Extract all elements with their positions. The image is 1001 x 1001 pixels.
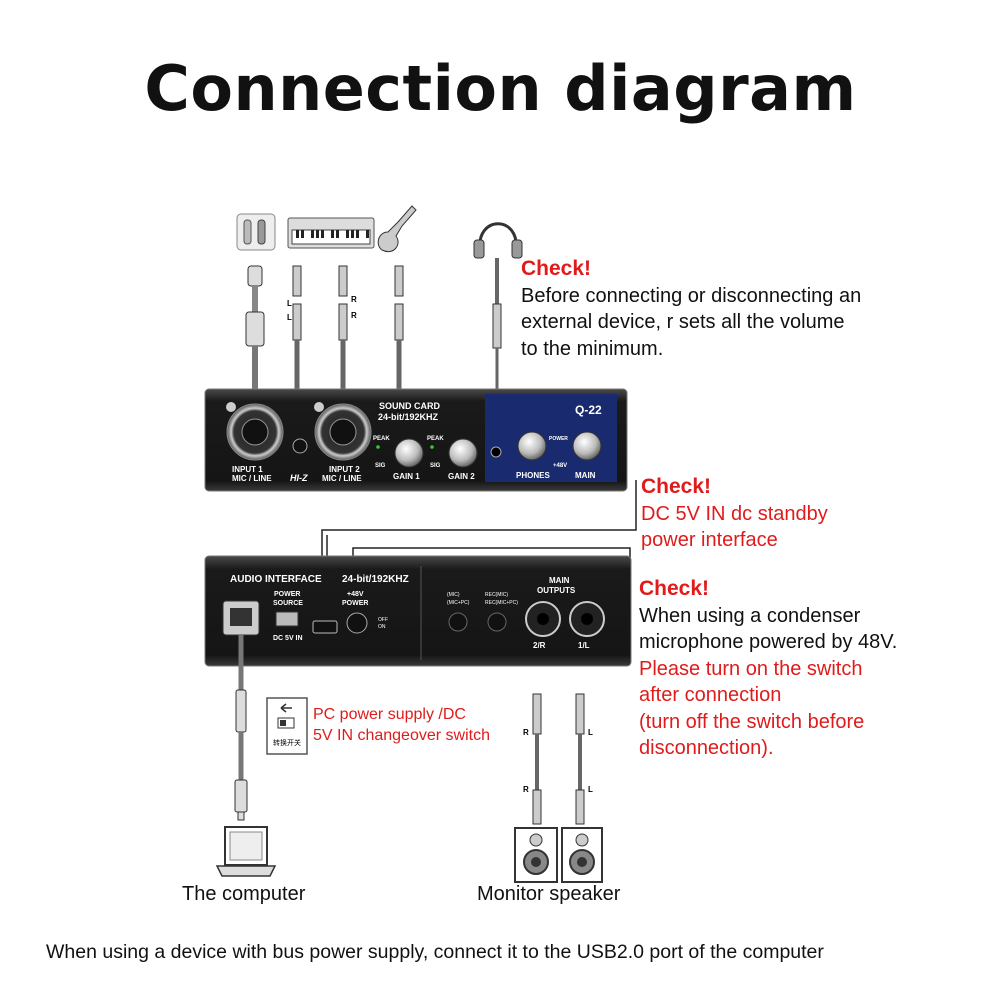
label-sig-2: SIG (430, 463, 441, 469)
phones-jack (490, 446, 502, 458)
gain-1-knob (394, 438, 424, 468)
back-panel: AUDIO INTERFACE 24-bit/192KHZ POWER SOUR… (204, 555, 632, 667)
label-input-2: INPUT 2 (329, 465, 360, 474)
cable-label-l4: L (588, 785, 593, 794)
label-sig-1: SIG (375, 463, 386, 469)
switch-caption: 转换开关 (273, 738, 301, 747)
cable-label-r1: R (351, 295, 357, 304)
dc-5v-port (312, 620, 338, 634)
gain-2-knob (448, 438, 478, 468)
main-knob (572, 431, 602, 461)
hiz-jack (292, 438, 308, 454)
label-mic: (MIC) (447, 592, 460, 598)
cable-label-r3: R (523, 728, 529, 737)
cable-label-r4: R (523, 785, 529, 794)
label-power: POWER (549, 436, 568, 442)
cable-label-l3: L (588, 728, 593, 737)
keyboard-black-key (331, 230, 334, 238)
dc-standby-body: DC 5V IN dc standby power interface (641, 502, 828, 552)
volume-note-body: Before connecting or disconnecting an ex… (521, 284, 862, 360)
keyboard-black-key (296, 230, 299, 238)
power-source-switch (275, 611, 299, 627)
usb-cable (234, 635, 248, 821)
volume-note: Check! Before connecting or disconnectin… (521, 256, 921, 362)
label-peak-2: PEAK (427, 436, 444, 442)
48v-power-switch (346, 612, 368, 634)
cable-label-l1: L (287, 299, 292, 308)
label-peak-1: PEAK (373, 436, 390, 442)
keyboard-black-key (311, 230, 314, 238)
volume-note-heading: Check! (521, 257, 592, 280)
speaker-left-icon (561, 827, 603, 883)
label-main: MAIN (575, 471, 596, 480)
switch-icon (266, 697, 308, 755)
label-main-outputs: MAIN (549, 576, 570, 585)
laptop-icon (215, 826, 277, 877)
dc-standby-note: Check! DC 5V IN dc standby power interfa… (641, 474, 941, 554)
keyboard-black-key (346, 230, 349, 238)
label-off: OFF (378, 617, 388, 623)
footer-note: When using a device with bus power suppl… (46, 941, 824, 963)
phones-knob (517, 431, 547, 461)
xlr-input-1 (226, 402, 284, 461)
label-micpc: (MIC+PC) (447, 600, 470, 606)
cable-label-r2: R (351, 311, 357, 320)
label-gain-2: GAIN 2 (448, 472, 475, 481)
phantom-power-note: Check! When using a condenser microphone… (639, 576, 959, 762)
front-panel: SOUND CARD 24-bit/192KHZ Q-22 INPUT 1 MI… (204, 388, 628, 492)
label-input-2-sub: MIC / LINE (322, 474, 362, 483)
keyboard-black-key (366, 230, 369, 238)
keyboard-black-key (336, 230, 339, 238)
pc-power-note: PC power supply /DC 5V IN changeover swi… (313, 704, 513, 746)
label-hiz: HI-Z (290, 473, 308, 483)
label-input-1: INPUT 1 (232, 465, 263, 474)
label-out-l: 1/L (578, 641, 590, 650)
cable-label-l2: L (287, 313, 292, 322)
label-power-source: POWER (274, 591, 300, 598)
label-dc5v: DC 5V IN (273, 635, 303, 642)
label-bitrate: 24-bit/192KHZ (378, 412, 439, 422)
xlr-input-2 (314, 402, 372, 461)
label-on: ON (378, 624, 386, 630)
keyboard-black-key (316, 230, 319, 238)
output-cable-r (532, 693, 542, 825)
label-gain-1: GAIN 1 (393, 472, 420, 481)
keyboard-black-key (301, 230, 304, 238)
label-back-bitrate: 24-bit/192KHZ (342, 574, 409, 585)
phantom-body: When using a condenser microphone powere… (639, 604, 898, 654)
label-main-outputs-2: OUTPUTS (537, 586, 576, 595)
label-sound-card: SOUND CARD (379, 401, 441, 411)
keyboard-icon (287, 217, 375, 249)
pc-power-text: PC power supply /DC 5V IN changeover swi… (313, 706, 490, 744)
label-rec-mic: REC(MIC) (485, 592, 508, 598)
label-audio-interface: AUDIO INTERFACE (230, 574, 322, 585)
speaker-caption: Monitor speaker (477, 883, 621, 905)
output-cable-l (575, 693, 585, 825)
xlr-cable (245, 265, 265, 400)
label-power-source-2: SOURCE (273, 600, 303, 607)
microphone-icon (236, 213, 276, 251)
keyboard-black-key (321, 230, 324, 238)
headphones-icon (473, 222, 523, 259)
keyboard-cable-right (338, 265, 348, 400)
label-48v-power-2: POWER (342, 600, 368, 607)
label-input-1-sub: MIC / LINE (232, 474, 272, 483)
label-rec-micpc: REC(MIC+PC) (485, 600, 518, 606)
label-48v-power: +48V (347, 591, 364, 598)
label-phones: PHONES (516, 471, 550, 480)
keyboard-black-key (351, 230, 354, 238)
label-out-r: 2/R (533, 641, 546, 650)
phantom-heading: Check! (639, 577, 710, 600)
computer-caption: The computer (182, 883, 306, 905)
dc-standby-heading: Check! (641, 475, 712, 498)
label-48v: +48V (553, 463, 567, 469)
keyboard-black-key (356, 230, 359, 238)
page-title: Connection diagram (144, 52, 857, 125)
model-name: Q-22 (575, 403, 602, 417)
guitar-icon (377, 205, 417, 252)
speaker-right-icon (514, 827, 558, 883)
phantom-body-warning: Please turn on the switch after connecti… (639, 657, 865, 760)
